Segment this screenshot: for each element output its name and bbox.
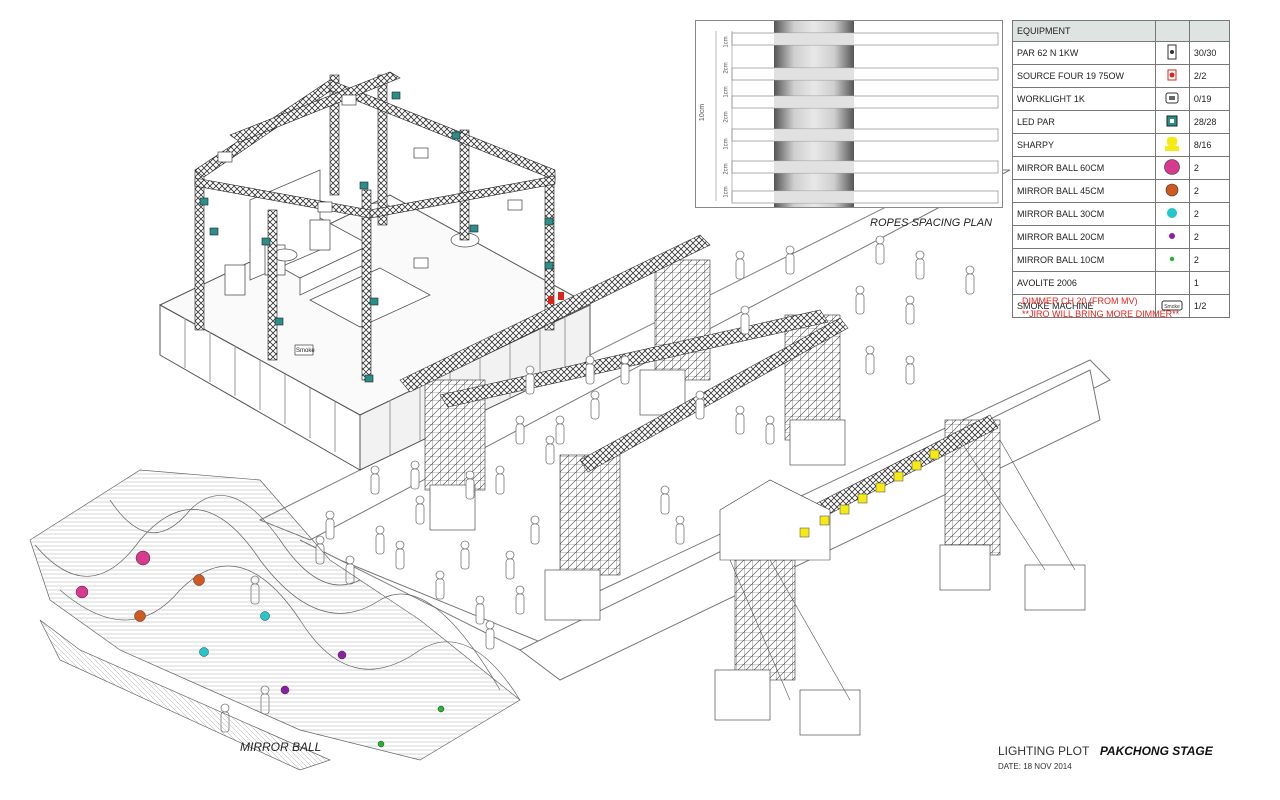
mirror-ball-canopy (29, 469, 521, 771)
mirror-ball-label: MIRROR BALL (240, 740, 322, 754)
ropes-total-label: 10cm (699, 103, 707, 122)
equipment-name: MIRROR BALL 60CM (1012, 156, 1156, 180)
table-row: MIRROR BALL 20CM 2 (1012, 225, 1231, 249)
drawing-date: DATE: 18 NOV 2014 (998, 762, 1072, 771)
sharpy-icon (1165, 137, 1180, 151)
table-row: LED PAR 28/28 (1012, 110, 1231, 134)
smoke-machine-tag: Smoke (296, 348, 315, 354)
equipment-qty: 2 (1188, 225, 1231, 249)
table-row: MIRROR BALL 60CM 2 (1012, 156, 1231, 180)
table-row: AVOLITE 2006 1 (1012, 271, 1231, 295)
table-row: PAR 62 N 1KW 30/30 (1012, 41, 1231, 65)
mirror-ball-20-a (337, 650, 347, 660)
mirror-ball-10-b (377, 740, 385, 748)
equipment-qty: 8/16 (1188, 133, 1231, 157)
mirror-ball-10-icon (1170, 256, 1175, 262)
ropes-seg-6: 2cm (723, 163, 730, 175)
smoke-machine-icon: Smoke (1161, 300, 1183, 311)
ropes-seg-5: 1cm (723, 138, 730, 150)
mirror-ball-20-icon (1169, 233, 1176, 239)
mirror-ball-60-b (75, 585, 89, 599)
ropes-diagram (715, 21, 999, 207)
equipment-table: EQUIPMENT PAR 62 N 1KW 30/30 SOURCE FOUR… (1012, 20, 1231, 318)
equipment-qty: 2 (1188, 248, 1231, 272)
equipment-qty: 2 (1188, 202, 1231, 226)
equipment-name: PAR 62 N 1KW (1012, 41, 1156, 65)
table-row: SMOKE MACHINE Smoke 1/2 (1012, 294, 1231, 318)
mirror-ball-60-icon (1164, 159, 1181, 175)
equipment-name: MIRROR BALL 10CM (1012, 248, 1156, 272)
table-row: SHARPY 8/16 (1012, 133, 1231, 157)
source-four-fixtures (548, 292, 564, 304)
ropes-seg-2: 2cm (723, 62, 730, 74)
equipment-qty: 2/2 (1188, 64, 1231, 88)
equipment-name: SOURCE FOUR 19 75OW (1012, 64, 1156, 88)
mirror-balls (75, 550, 445, 748)
dimmer-note-2: **JIRO WILL BRING MORE DIMMER** (1022, 309, 1180, 319)
equipment-header: EQUIPMENT (1012, 20, 1156, 42)
crowd (220, 235, 975, 733)
ropes-spacing-plan: 10cm 1cm 2cm 1cm 2cm 1cm 2cm 1cm (695, 20, 1003, 208)
mirror-ball-30-b (199, 647, 209, 657)
title-block: LIGHTING PLOT PAKCHONG STAGE DATE: 18 NO… (998, 742, 1213, 771)
sharpy-fixtures (799, 449, 940, 538)
mirror-ball-45-a (193, 574, 205, 586)
table-row: SOURCE FOUR 19 75OW 2/2 (1012, 64, 1231, 88)
mirror-ball-60-a (135, 550, 151, 566)
equipment-qty: 1 (1188, 271, 1231, 295)
mirror-ball-20-b (280, 685, 290, 695)
mirror-ball-30-a (260, 611, 270, 621)
equipment-header-row: EQUIPMENT (1012, 20, 1231, 42)
ropes-seg-3: 1cm (723, 86, 730, 98)
table-row: MIRROR BALL 45CM 2 (1012, 179, 1231, 203)
svg-text:Smoke: Smoke (1165, 304, 1181, 310)
title-right: PAKCHONG STAGE (1099, 744, 1213, 758)
equipment-name: AVOLITE 2006 (1012, 271, 1156, 295)
source-four-icon (1167, 69, 1177, 81)
par-can-icon (1167, 44, 1177, 60)
ropes-seg-1: 1cm (723, 36, 730, 48)
title-left: LIGHTING PLOT (998, 744, 1090, 758)
ropes-seg-7: 1cm (723, 186, 730, 198)
equipment-name: MIRROR BALL 45CM (1012, 179, 1156, 203)
equipment-name: SHARPY (1012, 133, 1156, 157)
equipment-qty: 0/19 (1188, 87, 1231, 111)
dimmer-note-1: DIMMER CH 20 (FROM MV) (1022, 296, 1138, 306)
equipment-name: MIRROR BALL 30CM (1012, 202, 1156, 226)
worklight-icon (1165, 92, 1179, 104)
table-row: MIRROR BALL 30CM 2 (1012, 202, 1231, 226)
equipment-qty: 2 (1188, 156, 1231, 180)
led-par-icon (1166, 115, 1178, 127)
equipment-name: WORKLIGHT 1K (1012, 87, 1156, 111)
mirror-ball-45-icon (1166, 183, 1179, 197)
ropes-seg-4: 2cm (723, 111, 730, 123)
table-row: MIRROR BALL 10CM 2 (1012, 248, 1231, 272)
ropes-spacing-title: ROPES SPACING PLAN (870, 217, 993, 229)
equipment-qty: 30/30 (1188, 41, 1231, 65)
equipment-qty: 1/2 (1188, 294, 1231, 318)
table-row: WORKLIGHT 1K 0/19 (1012, 87, 1231, 111)
stage-fixtures (199, 91, 554, 383)
mirror-ball-45-b (134, 610, 146, 622)
equipment-name: MIRROR BALL 20CM (1012, 225, 1156, 249)
equipment-name: LED PAR (1012, 110, 1156, 134)
mirror-ball-30-icon (1167, 208, 1178, 218)
equipment-qty: 2 (1188, 179, 1231, 203)
equipment-qty: 28/28 (1188, 110, 1231, 134)
mirror-ball-10-a (437, 705, 445, 713)
equipment-name: SMOKE MACHINE (1012, 294, 1156, 318)
